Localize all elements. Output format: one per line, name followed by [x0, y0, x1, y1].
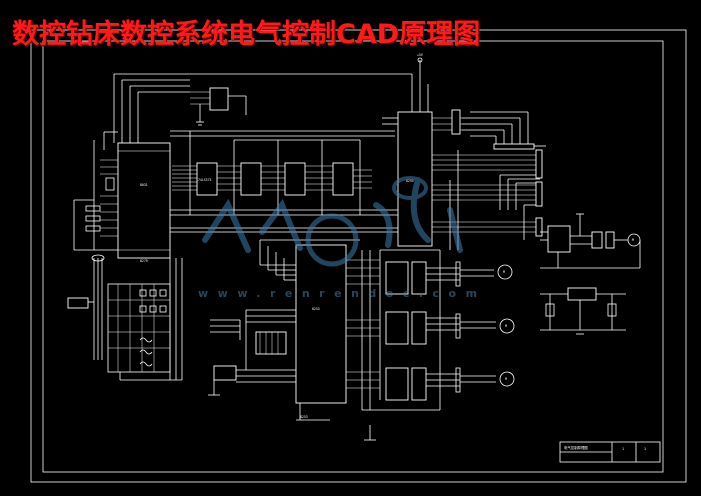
- ppi-block: 8255 +5V: [382, 53, 546, 250]
- stepper-motor-x-icon: [497, 264, 513, 280]
- timer-block: 8253 8253: [259, 239, 440, 441]
- keyboard-label: 8279: [140, 259, 148, 263]
- watermark-url: www.renrendoc.com: [198, 287, 487, 300]
- latch-chip-4: [332, 162, 354, 196]
- title-block: 电气控制原理图 1 1: [559, 441, 661, 463]
- svg-text:8253: 8253: [300, 415, 308, 419]
- spindle-motor-icon: [627, 233, 641, 247]
- io-switch-block: [208, 309, 296, 396]
- svg-text:M: M: [503, 270, 505, 274]
- latch-label: 74LS373: [198, 178, 212, 182]
- page-title: 数控钻床数控系统电气控制CAD原理图: [12, 19, 481, 50]
- mcu-block: 8031: [73, 73, 412, 259]
- keyboard-block: 8279: [67, 254, 183, 381]
- inner-frame: [42, 40, 664, 473]
- power-label: +5V: [417, 53, 423, 57]
- mcu-label: 8031: [140, 183, 148, 187]
- outer-frame: [30, 29, 687, 483]
- power-supply: [540, 287, 626, 335]
- keypad-matrix: [107, 283, 171, 373]
- svg-text:M: M: [505, 377, 507, 381]
- title-block-total: 1: [644, 447, 646, 451]
- spindle-drive: M: [540, 213, 641, 269]
- stepper-driver-x: M: [385, 261, 513, 295]
- svg-text:M: M: [505, 324, 507, 328]
- latch-chip-1: [196, 162, 218, 196]
- latch-row: 74LS373: [170, 130, 398, 233]
- watermark-logo: [202, 176, 463, 267]
- svg-text:M: M: [632, 238, 634, 242]
- reset-cap: [85, 205, 101, 212]
- latch-chip-2: [240, 162, 262, 196]
- timer-label: 8253: [312, 307, 320, 311]
- stepper-motor-z-icon: [499, 371, 515, 387]
- timer-chip: [295, 244, 347, 404]
- mcu-left-pins: [100, 159, 118, 237]
- mcu-chip: [117, 142, 171, 259]
- crystal: [105, 177, 115, 191]
- stepper-driver-y: M: [385, 311, 515, 345]
- regulator: [567, 287, 597, 301]
- ppi-label: 8255: [406, 179, 414, 183]
- led-strip: [493, 143, 535, 150]
- stepper-driver-z: M: [385, 367, 515, 401]
- title-block-name: 电气控制原理图: [564, 445, 588, 450]
- latch-chip-3: [284, 162, 306, 196]
- title-block-sheet: 1: [622, 447, 624, 451]
- reset-logic: [190, 87, 247, 126]
- stepper-motor-y-icon: [499, 318, 515, 334]
